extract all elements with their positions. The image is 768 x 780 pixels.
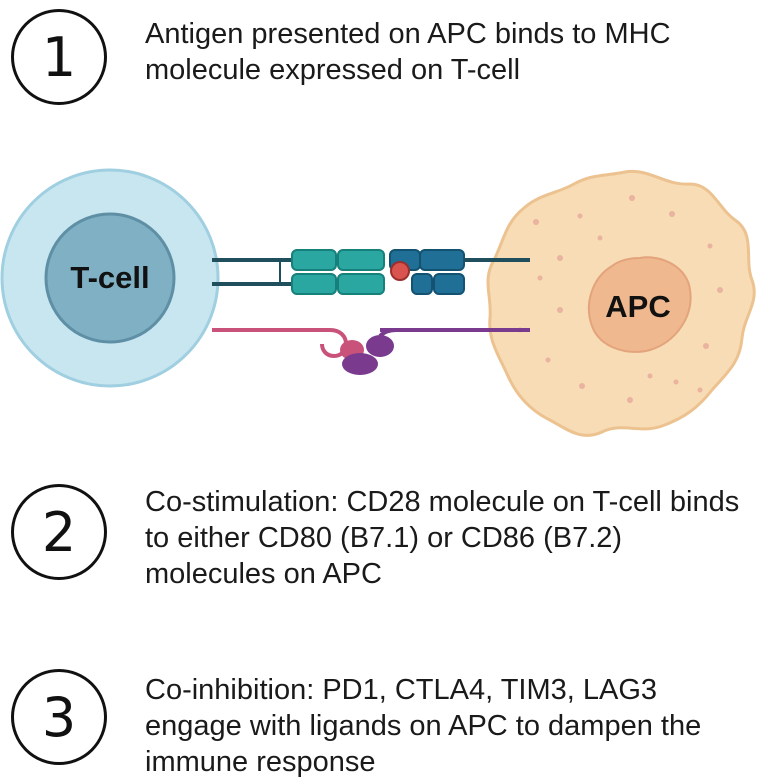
- antigen-peptide: [390, 261, 410, 281]
- t-cell: T-cell: [0, 168, 220, 388]
- apc-granules: [517, 195, 723, 403]
- tcell-label: T-cell: [70, 260, 149, 295]
- mhc-domain: [411, 273, 433, 295]
- apc-cell: APC: [486, 169, 756, 437]
- immune-synapse-diagram: APC T-cell: [0, 168, 756, 437]
- apc-label: APC: [605, 289, 670, 324]
- step-3-text: Co-inhibition: PD1, CTLA4, TIM3, LAG3 en…: [145, 674, 702, 778]
- b7-domain: [366, 335, 394, 357]
- tcr-domain: [337, 273, 385, 295]
- tcr-domain: [291, 273, 337, 295]
- mhc-domain: [433, 273, 465, 295]
- cd28-b7-complex: [212, 328, 530, 375]
- tcr-domain: [291, 249, 337, 271]
- step-3-number-circle: 3: [11, 669, 107, 765]
- step-1-text: Antigen presented on APC binds to MHC mo…: [145, 18, 671, 86]
- step-3-number: 3: [41, 685, 77, 749]
- step-2-number-circle: 2: [11, 484, 107, 580]
- b7-linker: [378, 328, 397, 338]
- step-2-text: Co-stimulation: CD28 molecule on T-cell …: [145, 486, 740, 590]
- mhc-domain: [419, 249, 465, 271]
- step-2-number: 2: [41, 500, 77, 564]
- tcr-mhc-complex: [212, 249, 530, 295]
- step-1-number-circle: 1: [11, 9, 107, 105]
- tcr-domain: [337, 249, 385, 271]
- step-1-number: 1: [41, 25, 77, 89]
- cd28-molecule: [212, 328, 349, 359]
- tcell-nucleus: [44, 212, 176, 344]
- b7-domain: [342, 353, 378, 375]
- apc-nucleus: [587, 256, 692, 353]
